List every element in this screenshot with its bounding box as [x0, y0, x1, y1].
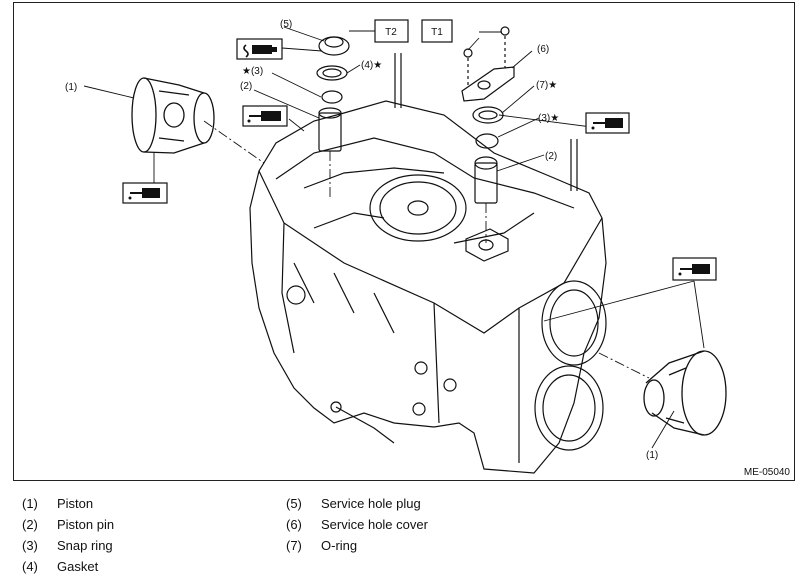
- oil-can-icon: [585, 112, 630, 134]
- tool-t1-text: T1: [431, 27, 443, 38]
- service-hole-cover: [461, 66, 515, 102]
- tool-t2-text: T2: [385, 27, 397, 38]
- callout-gasket: (4)★: [361, 60, 382, 71]
- callout-pin-left: (2): [240, 81, 252, 92]
- grease-tube-icon: [236, 38, 283, 60]
- callout-piston-left: (1): [65, 82, 77, 93]
- service-hole-plug: [318, 36, 350, 56]
- callout-snap-right: (3)★: [538, 113, 559, 124]
- snap-ring-left: [321, 90, 343, 104]
- crank-hub: [369, 174, 467, 242]
- cylinder-bore-upper: [541, 280, 607, 366]
- engine-block-outline: [249, 100, 607, 474]
- tool-label-t1: T1: [421, 19, 453, 43]
- cylinder-bore-lower: [534, 365, 604, 451]
- gasket-left: [316, 65, 348, 81]
- parts-legend: (1) Piston (2) Piston pin (3) Snap ring …: [22, 496, 428, 574]
- oil-can-icon: [242, 105, 288, 127]
- callout-snap-left: ★(3): [242, 66, 263, 77]
- piston-left: [131, 77, 215, 154]
- figure-code: ME-05040: [744, 467, 791, 478]
- callout-oring: (7)★: [536, 80, 557, 91]
- exploded-view-figure: T2 T1 (1) (2) ★(3) (4)★ (5) (6): [13, 2, 795, 481]
- engine-block-diagram: T2 T1 (1) (2) ★(3) (4)★ (5) (6): [65, 19, 791, 478]
- callout-pin-right: (2): [545, 151, 557, 162]
- snap-ring-right: [475, 133, 499, 149]
- callout-piston-right: (1): [646, 450, 658, 461]
- oil-can-icon: [122, 182, 168, 204]
- o-ring: [472, 106, 504, 124]
- tool-label-t2: T2: [374, 19, 409, 43]
- oil-can-icon: [672, 257, 717, 281]
- piston-right: [643, 350, 727, 436]
- callout-plug: (5): [280, 19, 292, 30]
- callout-cover: (6): [537, 44, 549, 55]
